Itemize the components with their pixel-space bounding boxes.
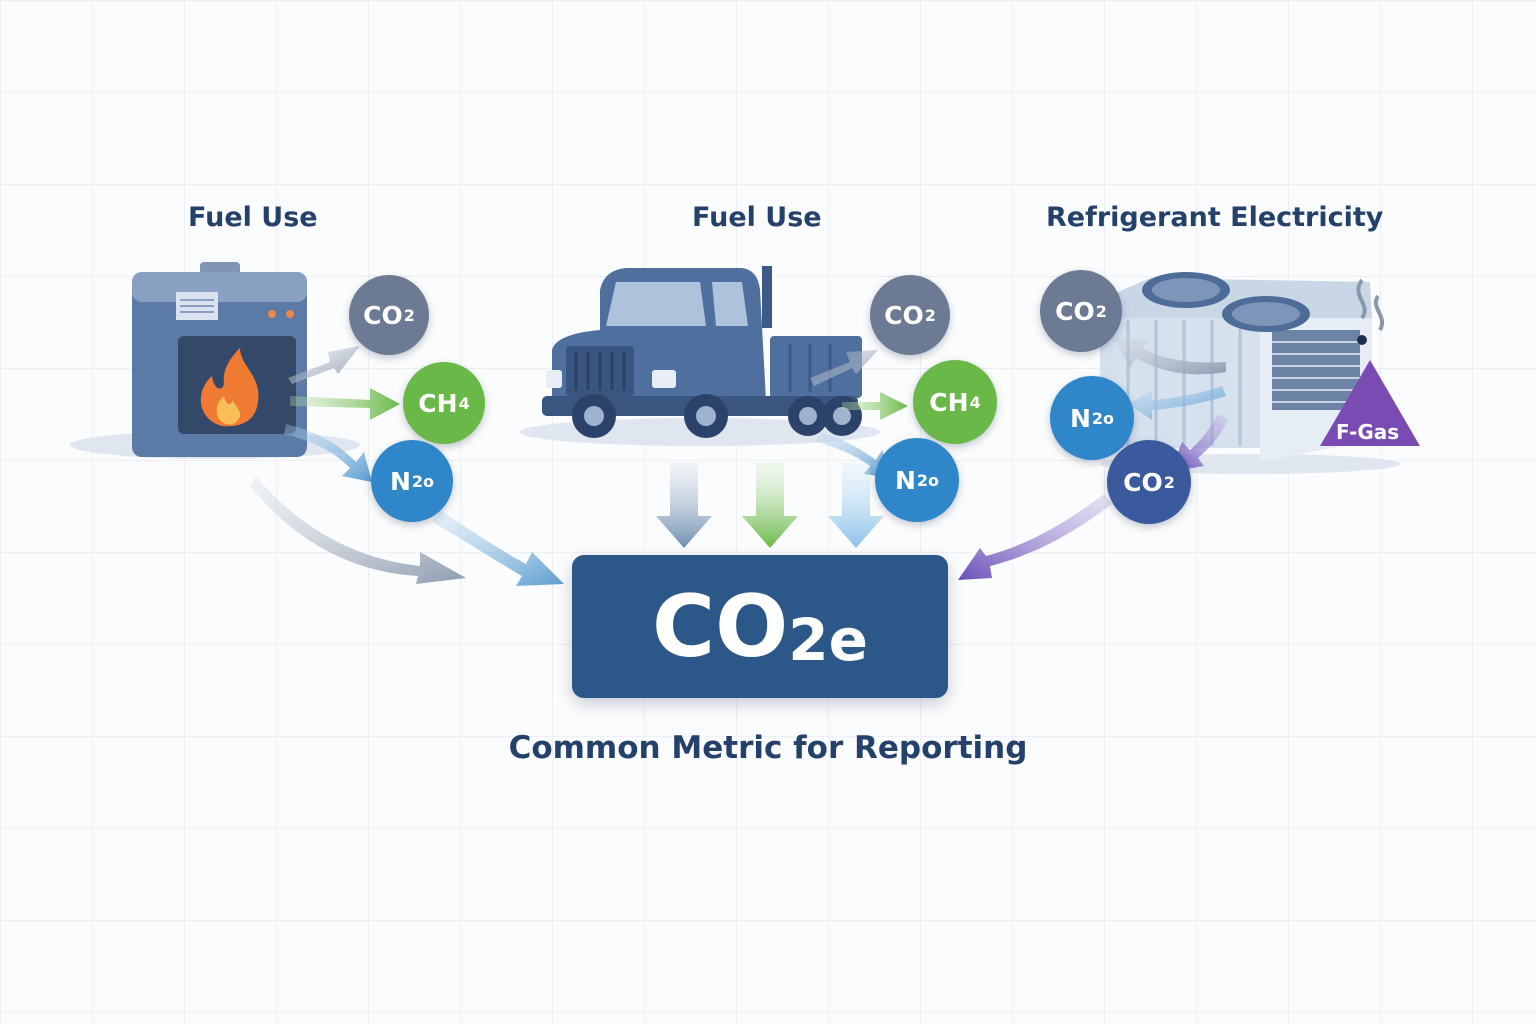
ac-co2-lower-arrow: [1170, 414, 1228, 472]
ac-co2-arrow: [1114, 338, 1226, 375]
co2e-result-box: CO2e: [572, 555, 948, 698]
truck-n2o-arrow: [816, 432, 892, 478]
f-gas-label: F-Gas: [1336, 420, 1400, 444]
furnace-n2o-arrow: [284, 424, 372, 482]
ac-to-co2e-arrow: [958, 494, 1112, 580]
furnace-to-co2e-arrow: [250, 476, 466, 584]
truck-down-arrow-n2o: [828, 462, 884, 548]
truck-source-label: Fuel Use: [692, 202, 822, 233]
truck-down-arrow-ch4: [742, 462, 798, 548]
furnace-co2-arrow: [288, 346, 360, 384]
n2o-to-co2e-arrow: [432, 510, 564, 586]
ac-n2o-arrow: [1128, 386, 1226, 420]
truck-co2-arrow: [810, 350, 878, 386]
furnace-ch4-arrow: [290, 388, 400, 420]
furnace-source-label: Fuel Use: [188, 202, 318, 233]
truck-icon: [520, 266, 880, 446]
caption: Common Metric for Reporting: [508, 730, 1028, 766]
leak-drop-icon: [1357, 335, 1367, 345]
truck-ch4-arrow: [842, 392, 908, 420]
ac-source-label: Refrigerant Electricity: [1046, 202, 1384, 233]
truck-down-arrow-co2: [656, 462, 712, 548]
co2e-label: CO2e: [652, 576, 868, 677]
furnace-icon: [70, 262, 360, 459]
f-gas-warning-triangle: [1320, 360, 1420, 446]
